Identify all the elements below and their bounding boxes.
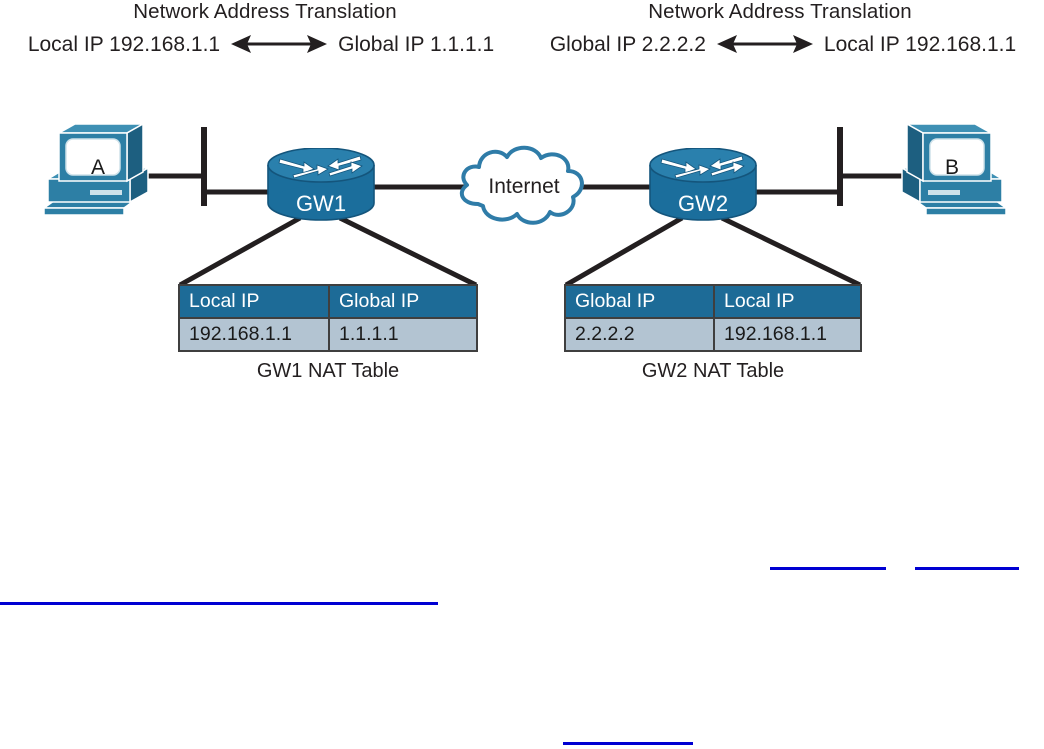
nat-table-gw2: Global IP Local IP 2.2.2.2 192.168.1.1 <box>564 284 862 352</box>
table-row: 2.2.2.2 192.168.1.1 <box>566 317 860 350</box>
nat-title-left: Network Address Translation <box>133 0 397 23</box>
leader-gw2-right <box>720 215 862 288</box>
link-underline-3[interactable] <box>0 602 438 605</box>
table-header-cell: Global IP <box>328 286 476 317</box>
nat-flow-right: Global IP 2.2.2.2 Local IP 192.168.1.1 <box>522 33 1044 55</box>
table-header-row: Global IP Local IP <box>566 286 860 317</box>
nat-table-gw1: Local IP Global IP 192.168.1.1 1.1.1.1 <box>178 284 478 352</box>
cloud-icon <box>459 145 584 225</box>
leader-gw1-left <box>178 215 302 288</box>
link-underline-1[interactable] <box>770 567 886 570</box>
pc-left-icon <box>42 122 151 216</box>
nat-flow-left-to: Global IP 1.1.1.1 <box>338 32 495 56</box>
table-header-cell: Local IP <box>713 286 860 317</box>
nat-flow-left-from: Local IP 192.168.1.1 <box>27 32 221 56</box>
nat-title-right: Network Address Translation <box>648 0 912 23</box>
link-underline-4[interactable] <box>563 742 693 745</box>
nat-flow-left: Local IP 192.168.1.1 Global IP 1.1.1.1 <box>0 33 522 55</box>
link-underline-2[interactable] <box>915 567 1019 570</box>
table-cell: 192.168.1.1 <box>189 322 293 345</box>
router-left-icon <box>267 148 375 221</box>
nat-flow-right-from: Global IP 2.2.2.2 <box>549 32 706 56</box>
double-arrow-icon <box>716 33 813 55</box>
table-cell: 1.1.1.1 <box>328 319 476 350</box>
table-header-row: Local IP Global IP <box>180 286 476 317</box>
leader-gw2-left <box>564 215 684 288</box>
table-cell: 192.168.1.1 <box>713 319 860 350</box>
nat-flow-right-to: Local IP 192.168.1.1 <box>823 32 1017 56</box>
table-header-cell: Local IP <box>189 289 260 312</box>
nat-table-gw2-caption: GW2 NAT Table <box>641 360 785 382</box>
table-header-cell: Global IP <box>575 289 656 312</box>
pc-right-icon <box>899 122 1008 216</box>
leader-gw1-right <box>338 215 478 288</box>
table-cell: 2.2.2.2 <box>575 322 635 345</box>
table-row: 192.168.1.1 1.1.1.1 <box>180 317 476 350</box>
double-arrow-icon <box>231 33 328 55</box>
router-right-icon <box>649 148 757 221</box>
nat-table-gw1-caption: GW1 NAT Table <box>256 360 400 382</box>
